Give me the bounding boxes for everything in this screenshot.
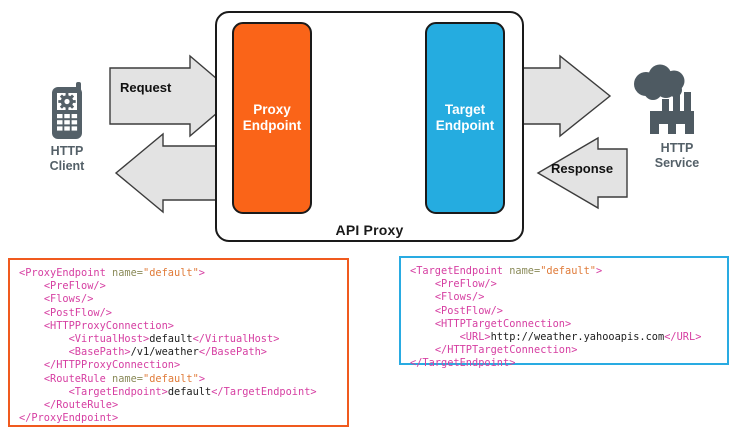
code-token: </HTTPTargetConnection> (434, 344, 578, 357)
code-token (19, 399, 44, 411)
code-token: <URL> (459, 331, 491, 344)
code-token: "default" (540, 265, 596, 277)
request-arrow-label: Request (120, 80, 172, 95)
code-token: </BasePath> (198, 346, 268, 359)
code-token (19, 307, 44, 319)
code-token: <Flows/> (43, 293, 94, 306)
code-token (19, 280, 44, 292)
code-token (410, 318, 435, 330)
code-token (410, 305, 435, 317)
code-token: </HTTPProxyConnection> (43, 359, 181, 372)
code-token: > (596, 265, 603, 277)
code-token: </TargetEndpoint> (211, 385, 317, 398)
code-token: <HTTPTargetConnection> (434, 317, 572, 330)
code-token: name= (105, 372, 144, 385)
mobile-phone-gear-icon (52, 82, 82, 139)
code-token (19, 346, 69, 358)
code-token (19, 320, 44, 332)
code-token: <BasePath> (68, 346, 131, 359)
code-token: <HTTPProxyConnection> (43, 319, 174, 332)
target-endpoint-code-panel: <TargetEndpoint name="default"> <PreFlow… (399, 256, 729, 369)
code-token: <PostFlow/> (434, 304, 504, 317)
code-token (19, 386, 69, 398)
code-token: <TargetEndpoint (410, 265, 503, 277)
code-token: <TargetEndpoint> (68, 385, 168, 398)
code-token (410, 291, 435, 303)
code-token: > (198, 372, 206, 385)
code-token: <Flows/> (434, 291, 485, 304)
code-token: </ProxyEndpoint> (19, 412, 119, 425)
code-token (19, 359, 44, 371)
code-token: </TargetEndpoint> (410, 357, 516, 370)
proxy-endpoint-code-panel: <ProxyEndpoint name="default"> <PreFlow/… (8, 258, 349, 427)
code-token: </RouteRule> (43, 399, 119, 412)
code-token: <PostFlow/> (43, 306, 113, 319)
code-token (19, 293, 44, 305)
code-token: <PreFlow/> (43, 280, 106, 293)
response-arrow-label: Response (551, 161, 614, 176)
code-token: "default" (143, 372, 199, 385)
code-token: </URL> (664, 331, 702, 344)
code-token: <VirtualHost> (68, 333, 150, 346)
code-token (410, 344, 435, 356)
code-token: <RouteRule (43, 372, 106, 385)
code-token: <ProxyEndpoint (19, 267, 106, 279)
code-token: > (198, 267, 205, 279)
code-token (410, 331, 460, 343)
code-token (410, 278, 435, 290)
code-token: http://weather.yahooapis.com (490, 331, 665, 344)
code-token (19, 333, 69, 345)
code-token: name= (503, 265, 541, 277)
code-token: "default" (143, 267, 199, 279)
api-proxy-label: API Proxy (335, 222, 404, 238)
code-token (19, 373, 44, 385)
code-token: name= (105, 267, 143, 279)
code-token: default (167, 385, 212, 398)
code-token: </VirtualHost> (192, 333, 280, 346)
code-token: default (149, 333, 193, 346)
code-token: <PreFlow/> (434, 278, 497, 291)
code-token: /v1/weather (130, 346, 199, 359)
factory-cloud-icon (634, 64, 694, 134)
